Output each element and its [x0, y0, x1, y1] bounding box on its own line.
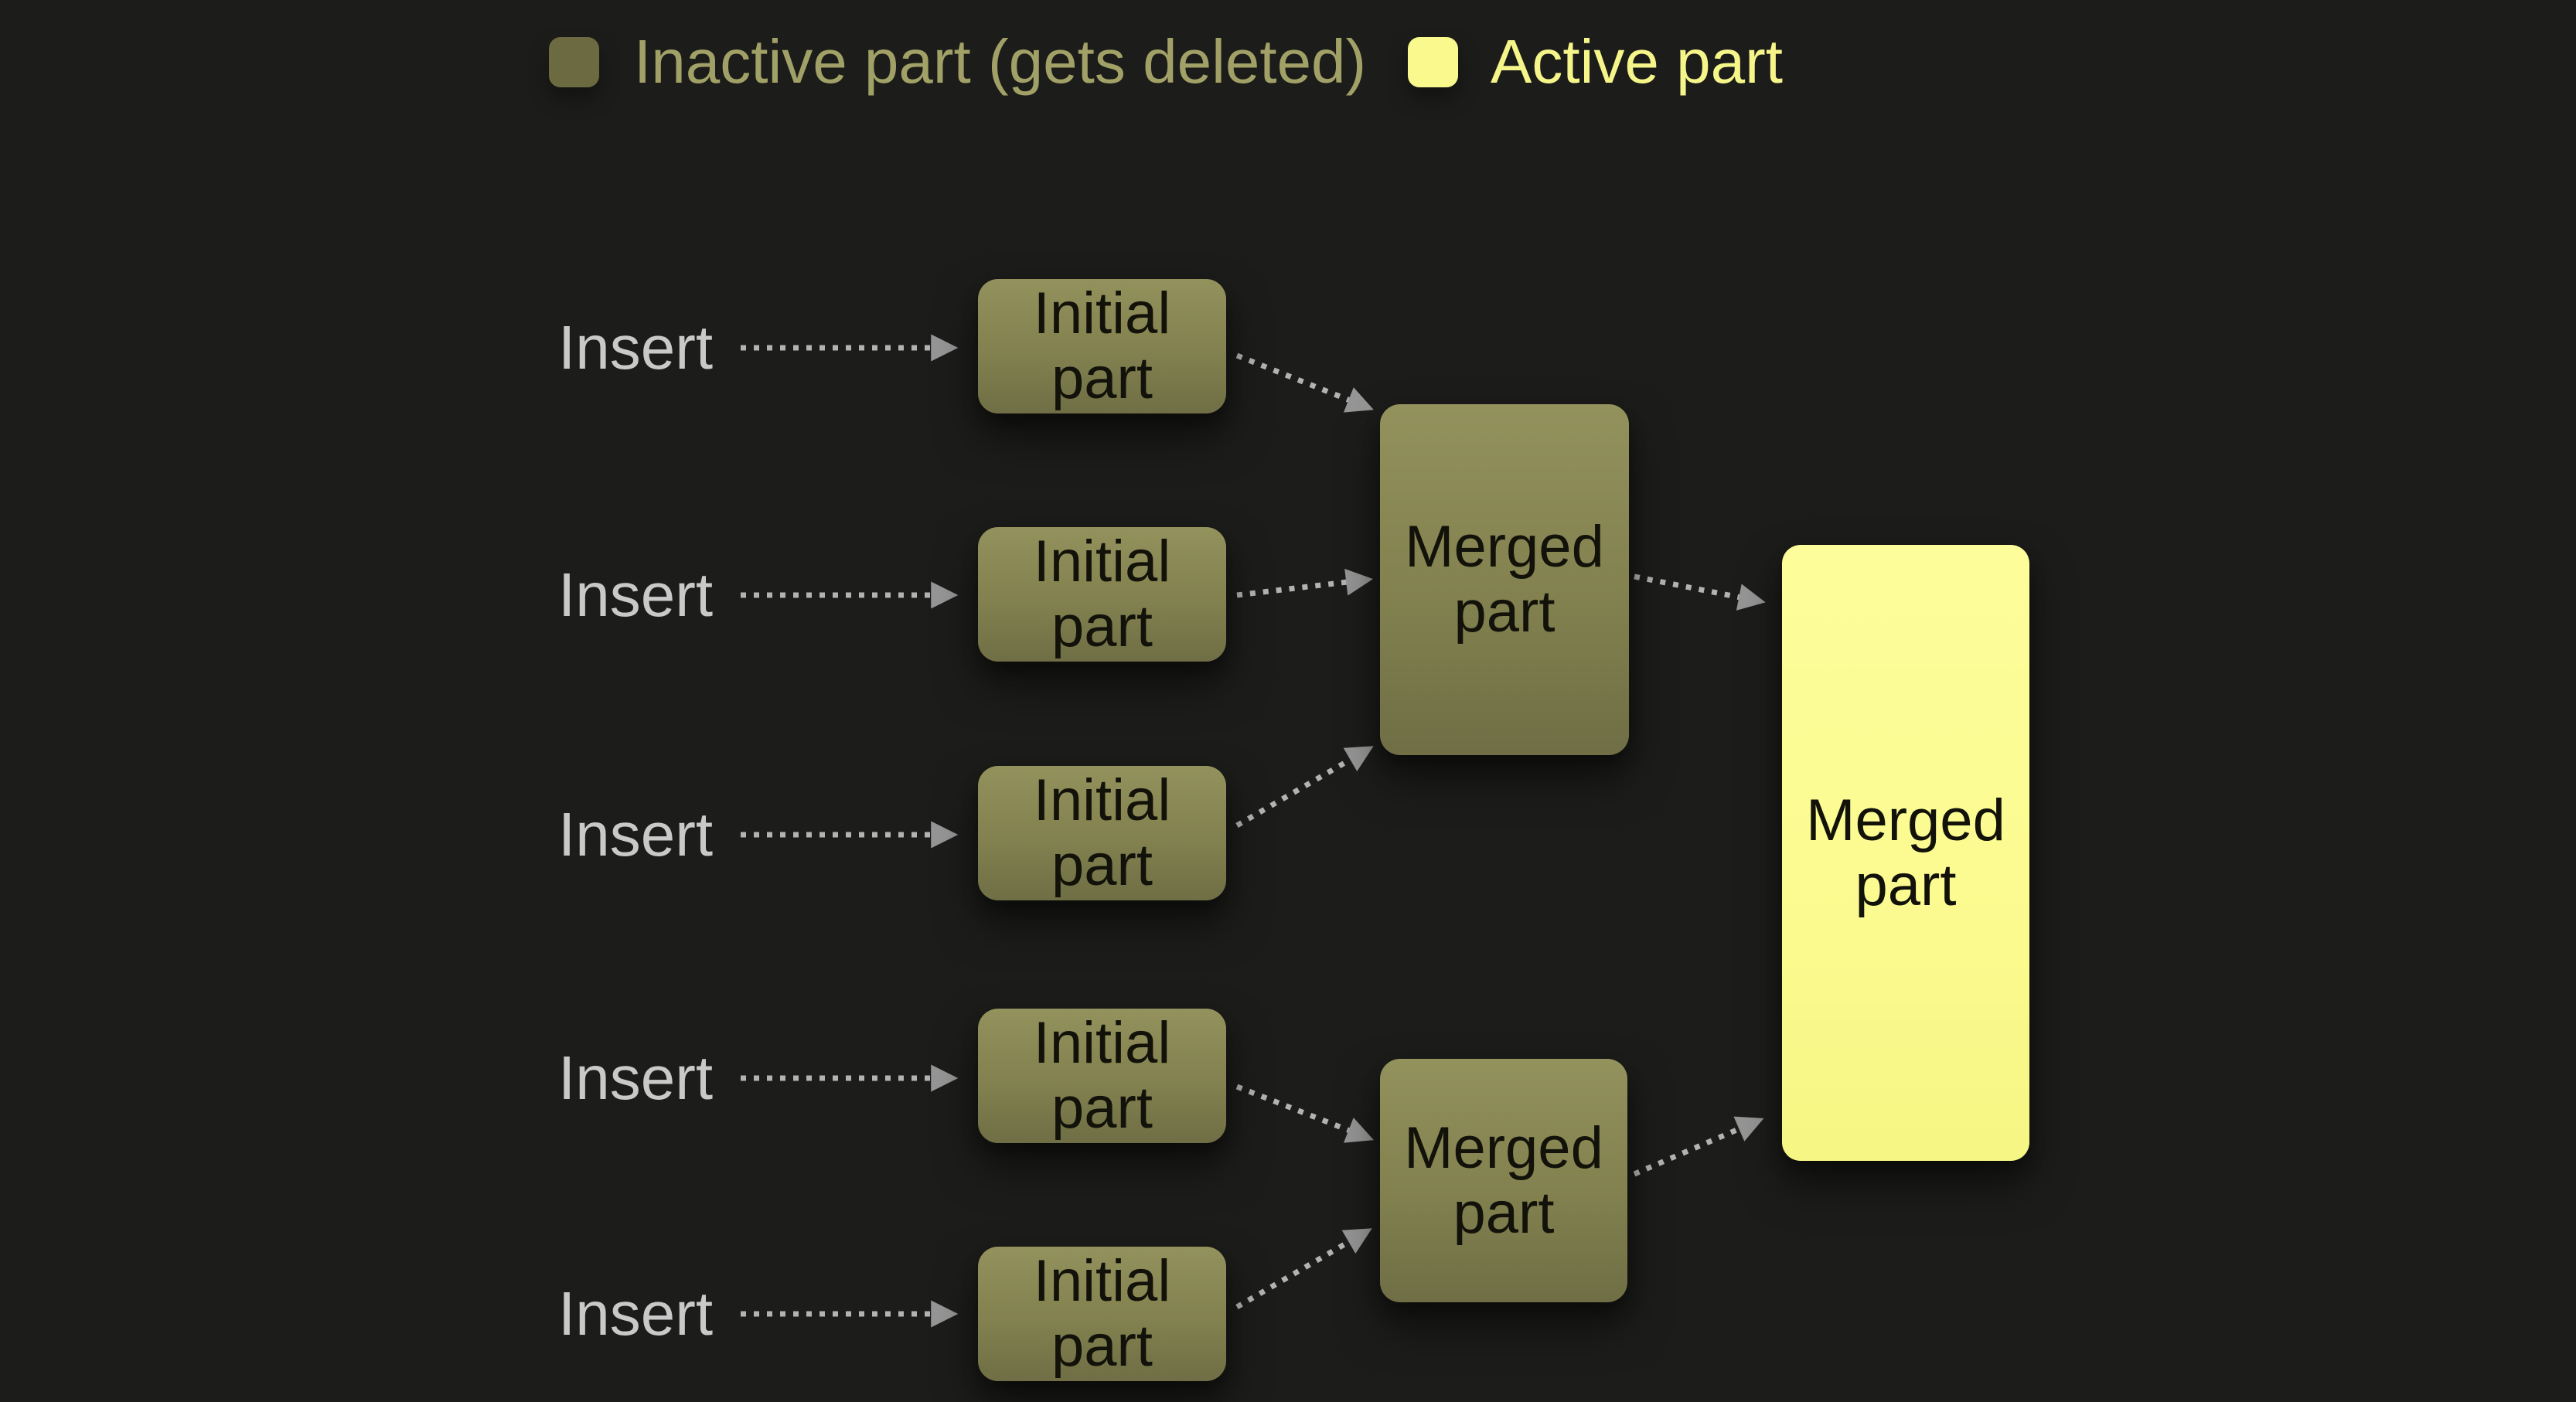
initial-part-node-3: Initial part	[978, 766, 1226, 900]
arrow-initial3-merged1	[1235, 746, 1374, 829]
legend-label-inactive: Inactive part (gets deleted)	[634, 27, 1367, 96]
initial-part-node-5: Initial part	[978, 1247, 1226, 1381]
initial-part-node-4: Initial part	[978, 1009, 1226, 1143]
merged-part-node-final: Merged part	[1782, 545, 2029, 1161]
legend-item-active: Active part	[1408, 31, 1783, 93]
initial-part-node-2: Initial part	[978, 527, 1226, 662]
legend-item-inactive: Inactive part (gets deleted)	[549, 31, 1366, 93]
arrow-initial1-merged1	[1235, 352, 1374, 413]
merged-part-node-1: Merged part	[1380, 404, 1629, 755]
insert-label-3: Insert	[558, 800, 714, 869]
insert-label-2: Insert	[558, 560, 714, 629]
legend-label-active: Active part	[1491, 27, 1783, 96]
insert-label-4: Insert	[558, 1043, 714, 1112]
initial-part-node-1: Initial part	[978, 279, 1226, 413]
merged-part-node-2: Merged part	[1380, 1059, 1627, 1302]
arrow-merged1-final	[1634, 573, 1766, 611]
arrow-initial4-merged2	[1235, 1084, 1374, 1143]
arrow-initial5-merged2	[1235, 1228, 1372, 1310]
inactive-part-swatch	[549, 36, 599, 87]
insert-label-1: Insert	[558, 313, 714, 382]
insert-label-5: Insert	[558, 1279, 714, 1348]
active-part-swatch	[1408, 36, 1458, 87]
arrow-merged2-final	[1633, 1116, 1764, 1177]
arrow-initial2-merged1	[1236, 568, 1374, 598]
